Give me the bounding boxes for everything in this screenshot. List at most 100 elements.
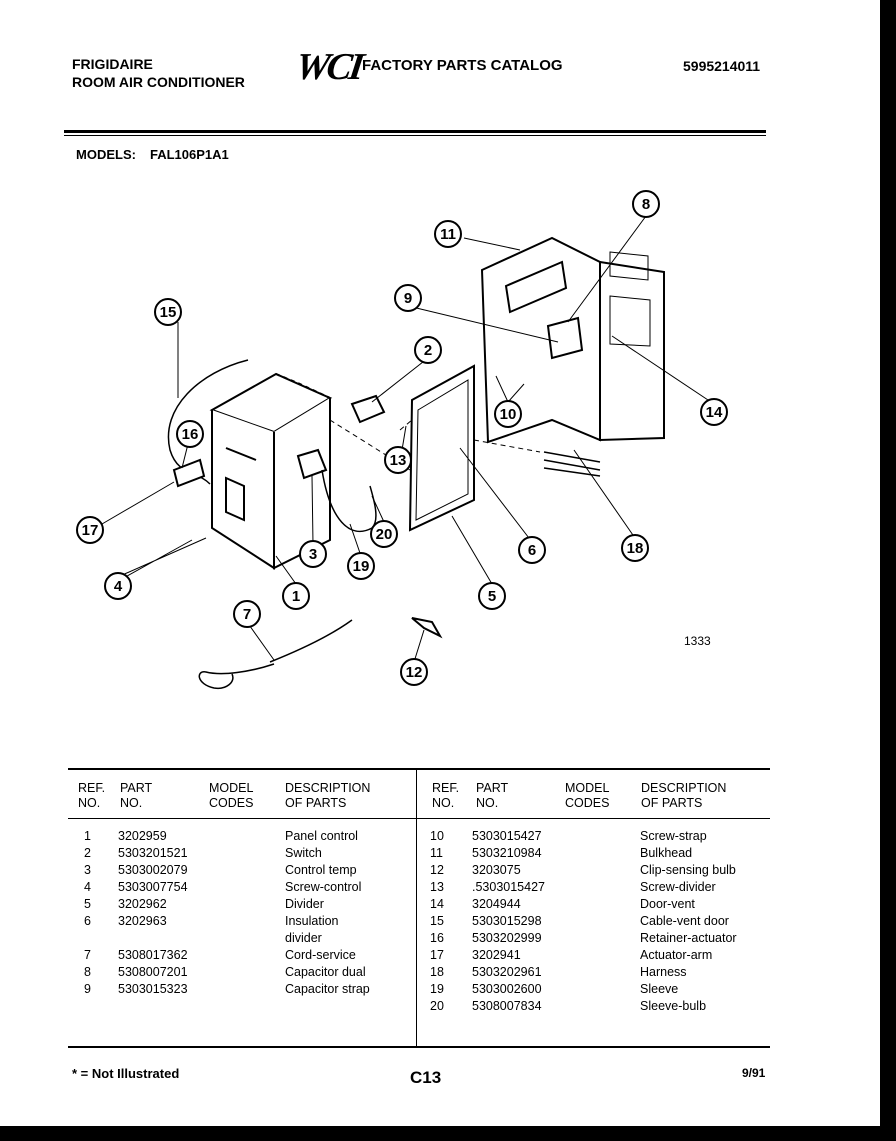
callout-18: 18	[621, 534, 649, 562]
ref-cell: 7	[84, 948, 91, 962]
table-header-rule	[68, 818, 770, 819]
exploded-parts-diagram: 1 2 3 4 5 6 7 8 9 10 11 12 13 14 15 16 1…	[76, 190, 728, 690]
capacitor-drawing	[546, 316, 584, 360]
part-number-cell: 5303007754	[118, 880, 188, 894]
svg-text:2: 2	[424, 342, 432, 359]
svg-text:11: 11	[440, 226, 456, 243]
col-ref-header-left: REF.NO.	[78, 781, 106, 810]
ref-cell: 18	[430, 965, 444, 979]
control-panel-drawing	[209, 372, 333, 570]
description-cell: Screw-divider	[640, 880, 716, 894]
description-cell: Actuator-arm	[640, 948, 713, 962]
description-cell: Screw-control	[285, 880, 362, 894]
page-border-bottom	[0, 1126, 896, 1141]
callout-16: 16	[176, 420, 204, 448]
description-cell: Switch	[285, 846, 322, 860]
callout-17: 17	[76, 516, 104, 544]
callout-20: 20	[370, 520, 398, 548]
description-cell: Cable-vent door	[640, 914, 729, 928]
description-cell: Retainer-actuator	[640, 931, 737, 945]
ref-cell: 11	[430, 846, 443, 860]
models-value: FAL106P1A1	[150, 147, 229, 162]
description-cell: Panel control	[285, 829, 358, 843]
callout-12: 12	[400, 658, 428, 686]
svg-text:3: 3	[309, 546, 317, 563]
callout-8: 8	[632, 190, 660, 218]
svg-text:12: 12	[406, 664, 423, 681]
callout-19: 19	[347, 552, 375, 580]
svg-text:1: 1	[292, 588, 300, 605]
table-row: 14 3204944 Door-vent	[430, 897, 770, 914]
part-number-cell: 5308007201	[118, 965, 188, 979]
description-cell: Capacitor dual	[285, 965, 366, 979]
description-cell: Door-vent	[640, 897, 695, 911]
part-number-cell: 3204944	[472, 897, 521, 911]
callout-10: 10	[494, 400, 522, 428]
svg-text:14: 14	[706, 404, 723, 421]
svg-text:13: 13	[390, 452, 407, 469]
description-cell: Sleeve-bulb	[640, 999, 707, 1013]
table-top-rule	[68, 768, 770, 770]
harness-drawing	[543, 451, 601, 477]
models-label: MODELS:	[76, 147, 136, 162]
divider-drawing	[408, 364, 475, 532]
clip-drawing	[411, 617, 443, 639]
ref-cell: 14	[430, 897, 444, 911]
callout-11: 11	[434, 220, 462, 248]
table-row: 18 5303202961 Harness	[430, 965, 770, 982]
description-cell: Cord-service	[285, 948, 356, 962]
ref-cell: 1	[84, 829, 91, 843]
header-rule-thin	[64, 135, 766, 136]
ref-cell: 5	[84, 897, 91, 911]
callout-5: 5	[478, 582, 506, 610]
ref-cell: 20	[430, 999, 444, 1013]
svg-text:4: 4	[114, 578, 123, 595]
description-cell: Bulkhead	[640, 846, 693, 860]
svg-text:8: 8	[642, 196, 650, 213]
description-cell: Harness	[640, 965, 687, 979]
ref-cell: 15	[430, 914, 444, 928]
svg-text:18: 18	[627, 540, 644, 557]
callout-9: 9	[394, 284, 422, 312]
table-row: divider	[84, 931, 415, 948]
ref-cell: 3	[84, 863, 91, 877]
table-row: 4 5303007754 Screw-control	[84, 880, 415, 897]
brand-name: FRIGIDAIRE	[72, 56, 153, 72]
description-cell: Capacitor strap	[285, 982, 370, 996]
switch-drawing	[350, 394, 386, 424]
ref-cell: 6	[84, 914, 91, 928]
part-number-cell: 5303015427	[472, 829, 542, 843]
part-number-cell	[118, 931, 285, 948]
page-border-right	[880, 0, 896, 1141]
svg-text:6: 6	[528, 542, 536, 559]
description-cell: Clip-sensing bulb	[640, 863, 736, 877]
product-name: ROOM AIR CONDITIONER	[72, 74, 245, 90]
catalog-title: FACTORY PARTS CATALOG	[362, 57, 563, 74]
svg-text:7: 7	[243, 606, 251, 623]
callout-3: 3	[299, 540, 327, 568]
catalog-date: 9/91	[742, 1066, 766, 1080]
svg-text:16: 16	[182, 426, 199, 443]
description-cell: Divider	[285, 897, 324, 911]
description-cell: divider	[285, 931, 322, 945]
ref-cell: 4	[84, 880, 91, 894]
part-number-cell: 5303202961	[472, 965, 542, 979]
part-number-cell: 5303015323	[118, 982, 188, 996]
